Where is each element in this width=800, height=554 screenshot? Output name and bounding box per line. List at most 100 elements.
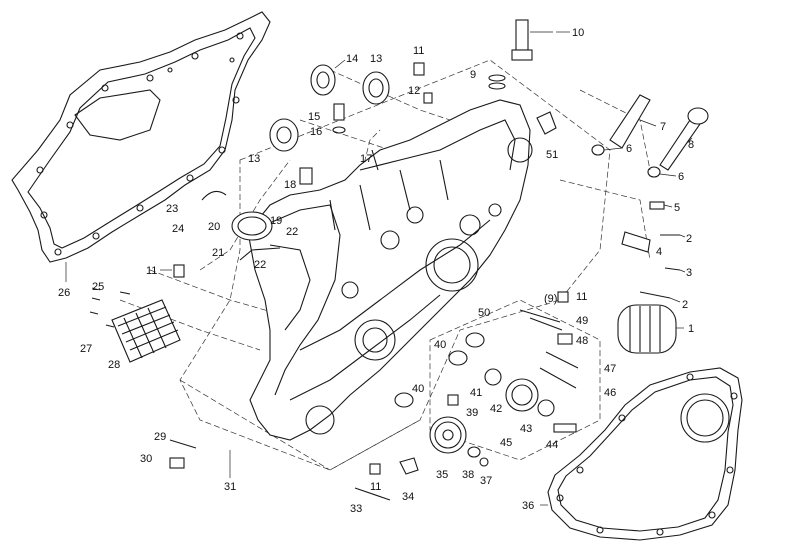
callout-9b: (9) [544, 293, 557, 305]
spring-49 [519, 309, 563, 331]
callout-34: 34 [402, 491, 414, 503]
callout-46: 46 [604, 387, 616, 399]
callout-40b: 40 [434, 339, 446, 351]
bolt-29-30 [169, 439, 197, 469]
washer-38 [467, 446, 481, 458]
callout-3: 3 [686, 267, 692, 279]
cap-4 [621, 231, 651, 253]
ring-6a [591, 144, 605, 156]
callout-5: 5 [674, 202, 680, 214]
bracket-34 [399, 457, 419, 475]
oil-filter-1 [617, 304, 677, 354]
bearing-13-left [269, 118, 299, 152]
callout-35: 35 [436, 469, 448, 481]
bolt-18 [299, 167, 313, 185]
callout-6a: 6 [626, 143, 632, 155]
callout-41: 41 [470, 387, 482, 399]
callout-21: 21 [212, 247, 224, 259]
callout-1: 1 [688, 323, 694, 335]
gear-35 [429, 416, 467, 454]
callout-49: 49 [576, 315, 588, 327]
clip-37 [479, 457, 489, 467]
callout-18: 18 [284, 179, 296, 191]
dowel-11-right [557, 291, 569, 303]
callout-19: 19 [270, 215, 282, 227]
bolt-33 [354, 487, 391, 501]
callout-23: 23 [166, 203, 178, 215]
callout-10: 10 [572, 27, 584, 39]
callout-36: 36 [522, 500, 534, 512]
callout-25: 25 [92, 281, 104, 293]
callout-29: 29 [154, 431, 166, 443]
callout-13b: 13 [248, 153, 260, 165]
leader-lines [65, 31, 693, 506]
callout-50: 50 [478, 307, 490, 319]
bearing-43 [537, 399, 555, 417]
callout-11b: 11 [146, 265, 157, 277]
callout-33: 33 [350, 503, 362, 515]
gear-42 [505, 378, 539, 412]
washer-41 [484, 368, 502, 386]
callout-26: 26 [58, 287, 70, 299]
callout-39: 39 [466, 407, 478, 419]
sleeve-7 [609, 94, 651, 149]
bearing-shell-20-21 [231, 211, 273, 241]
bolts-2-3 [639, 234, 681, 299]
bearing-13-upper [362, 71, 390, 105]
pin-39 [447, 394, 459, 406]
callout-48: 48 [576, 335, 588, 347]
valve-10 [511, 19, 553, 61]
parts-upper [269, 19, 557, 185]
callout-30: 30 [140, 453, 152, 465]
shaft-44 [553, 423, 577, 433]
sensor-15-16 [332, 103, 346, 134]
seal-50 [465, 332, 485, 348]
o-ring-9b [488, 82, 506, 90]
screws-25-27 [89, 291, 131, 328]
callout-40a: 40 [412, 383, 424, 395]
callout-22b: 22 [254, 259, 266, 271]
callout-27: 27 [80, 343, 92, 355]
callout-31: 31 [224, 481, 236, 493]
callout-13a: 13 [370, 53, 382, 65]
parts-left [89, 190, 273, 469]
bolts-46-47 [539, 351, 579, 389]
callout-17: 17 [360, 153, 372, 165]
bearing-14 [310, 59, 346, 96]
right-cover-gasket [547, 367, 743, 541]
bushing-40a [394, 392, 414, 408]
o-ring-9a [488, 74, 506, 82]
callout-11d: 11 [370, 481, 381, 493]
callout-labels: 1 2 2 3 4 5 6 6 7 8 9 (9) 10 11 11 11 11… [58, 27, 694, 515]
filter-cap-51 [536, 111, 557, 135]
plug-48 [557, 333, 573, 345]
callout-20: 20 [208, 221, 220, 233]
ring-6b [647, 166, 661, 178]
callout-4: 4 [656, 246, 662, 258]
callout-7: 7 [660, 121, 666, 133]
crankcase [239, 99, 533, 441]
callout-16: 16 [310, 126, 322, 138]
callout-14: 14 [346, 53, 358, 65]
callout-22a: 22 [286, 226, 298, 238]
callout-15: 15 [308, 111, 320, 123]
callout-2a: 2 [686, 233, 692, 245]
dowel-11-left [173, 264, 185, 278]
callout-42: 42 [490, 403, 502, 415]
dowel-11-top [413, 62, 425, 76]
callout-51: 51 [546, 149, 558, 161]
callout-43: 43 [520, 423, 532, 435]
callout-11a: 11 [413, 45, 424, 57]
callout-6b: 6 [678, 171, 684, 183]
bushing-40b [448, 350, 468, 366]
plug-12 [423, 92, 433, 104]
callout-37: 37 [480, 475, 492, 487]
washer-23-24 [201, 190, 227, 201]
callout-2b: 2 [682, 299, 688, 311]
callout-8: 8 [688, 139, 694, 151]
callout-11c: 11 [576, 291, 587, 303]
callout-28: 28 [108, 359, 120, 371]
parts-right [591, 94, 709, 354]
pin-5 [649, 201, 665, 210]
